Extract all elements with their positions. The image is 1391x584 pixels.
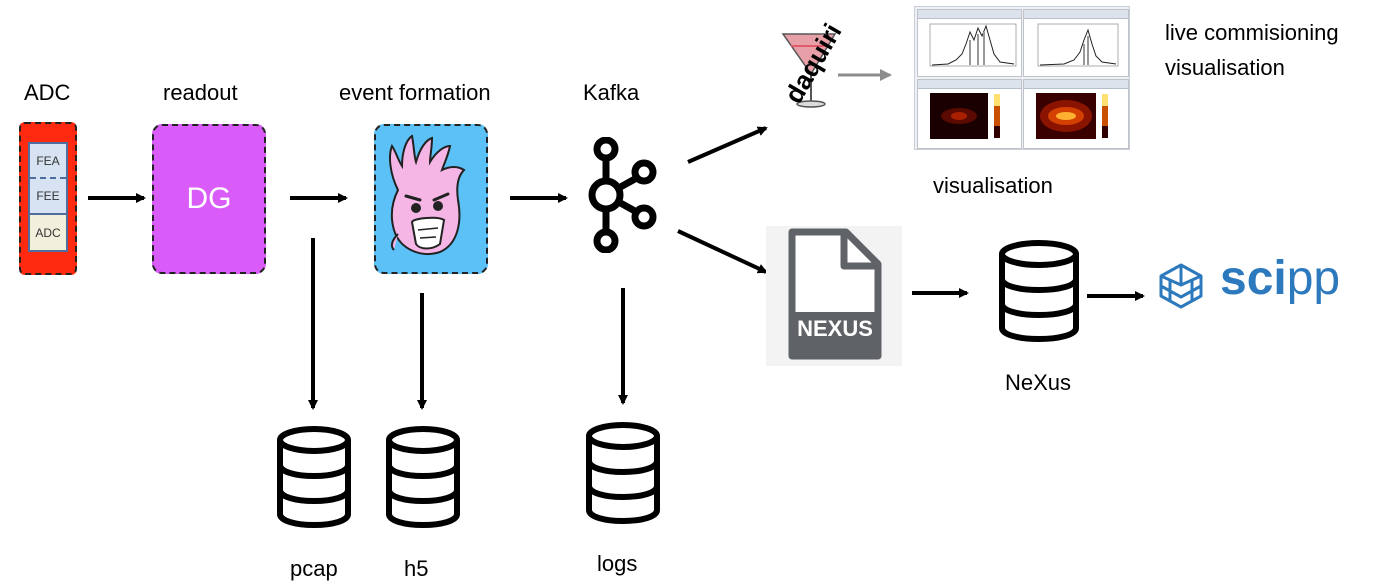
histogram-y-icon [1037,23,1119,67]
label-pcap: pcap [290,556,338,581]
chip-fea: FEA [30,144,66,179]
histogram-x-icon [929,23,1017,67]
label-adc: ADC [24,80,71,105]
database-pcap-icon [277,426,351,528]
database-nexus-icon [999,240,1079,342]
chip-adc-label: ADC [35,225,61,240]
scipp-logo-icon [1159,263,1203,309]
plot-image-cumulative [1023,79,1129,149]
scipp-wordmark: scipp [1220,255,1340,303]
database-h5-icon [386,426,460,528]
arrow-kafka-to-visualisation [687,126,768,164]
label-readout: readout [163,80,238,105]
plot-strips-y [1023,9,1129,77]
nexus-file-panel: NEXUS [766,226,902,366]
plot-image-view [917,79,1022,149]
heatmap-cumulative-icon [1036,93,1108,139]
chip-fea-label: FEA [36,153,60,168]
database-logs-icon [586,422,660,524]
adc-board: FEA FEE ADC [19,122,77,275]
event-formation-creature-icon [389,134,466,255]
readout-box: DG [152,124,266,274]
chip-adc: ADC [30,215,66,250]
label-nexus-db: NeXus [1005,370,1072,395]
label-h5: h5 [404,556,429,581]
scipp-wordmark-pp: pp [1286,252,1341,305]
label-logs: logs [597,551,638,576]
chip-fee: FEE [30,179,66,215]
label-live-line1: live commisioning [1165,20,1339,45]
arrow-kafka-to-nexus-file [677,229,768,274]
label-live-line2: visualisation [1165,55,1285,80]
chip-fee-label: FEE [36,189,60,203]
scipp-wordmark-sci: sci [1220,252,1287,305]
plot-strips-x [917,9,1022,77]
label-event-formation: event formation [339,80,491,105]
kafka-logo-icon [588,137,657,253]
heatmap-image-icon [930,93,1000,139]
cocktail-glass-icon [781,33,837,108]
nexus-file-text: NEXUS [797,316,873,341]
visualisation-plots-panel [914,6,1130,150]
nexus-file-icon [788,228,882,360]
readout-box-text: DG [186,182,232,215]
label-visualisation: visualisation [933,173,1053,198]
label-kafka: Kafka [583,80,640,105]
event-formation-box [374,124,488,274]
